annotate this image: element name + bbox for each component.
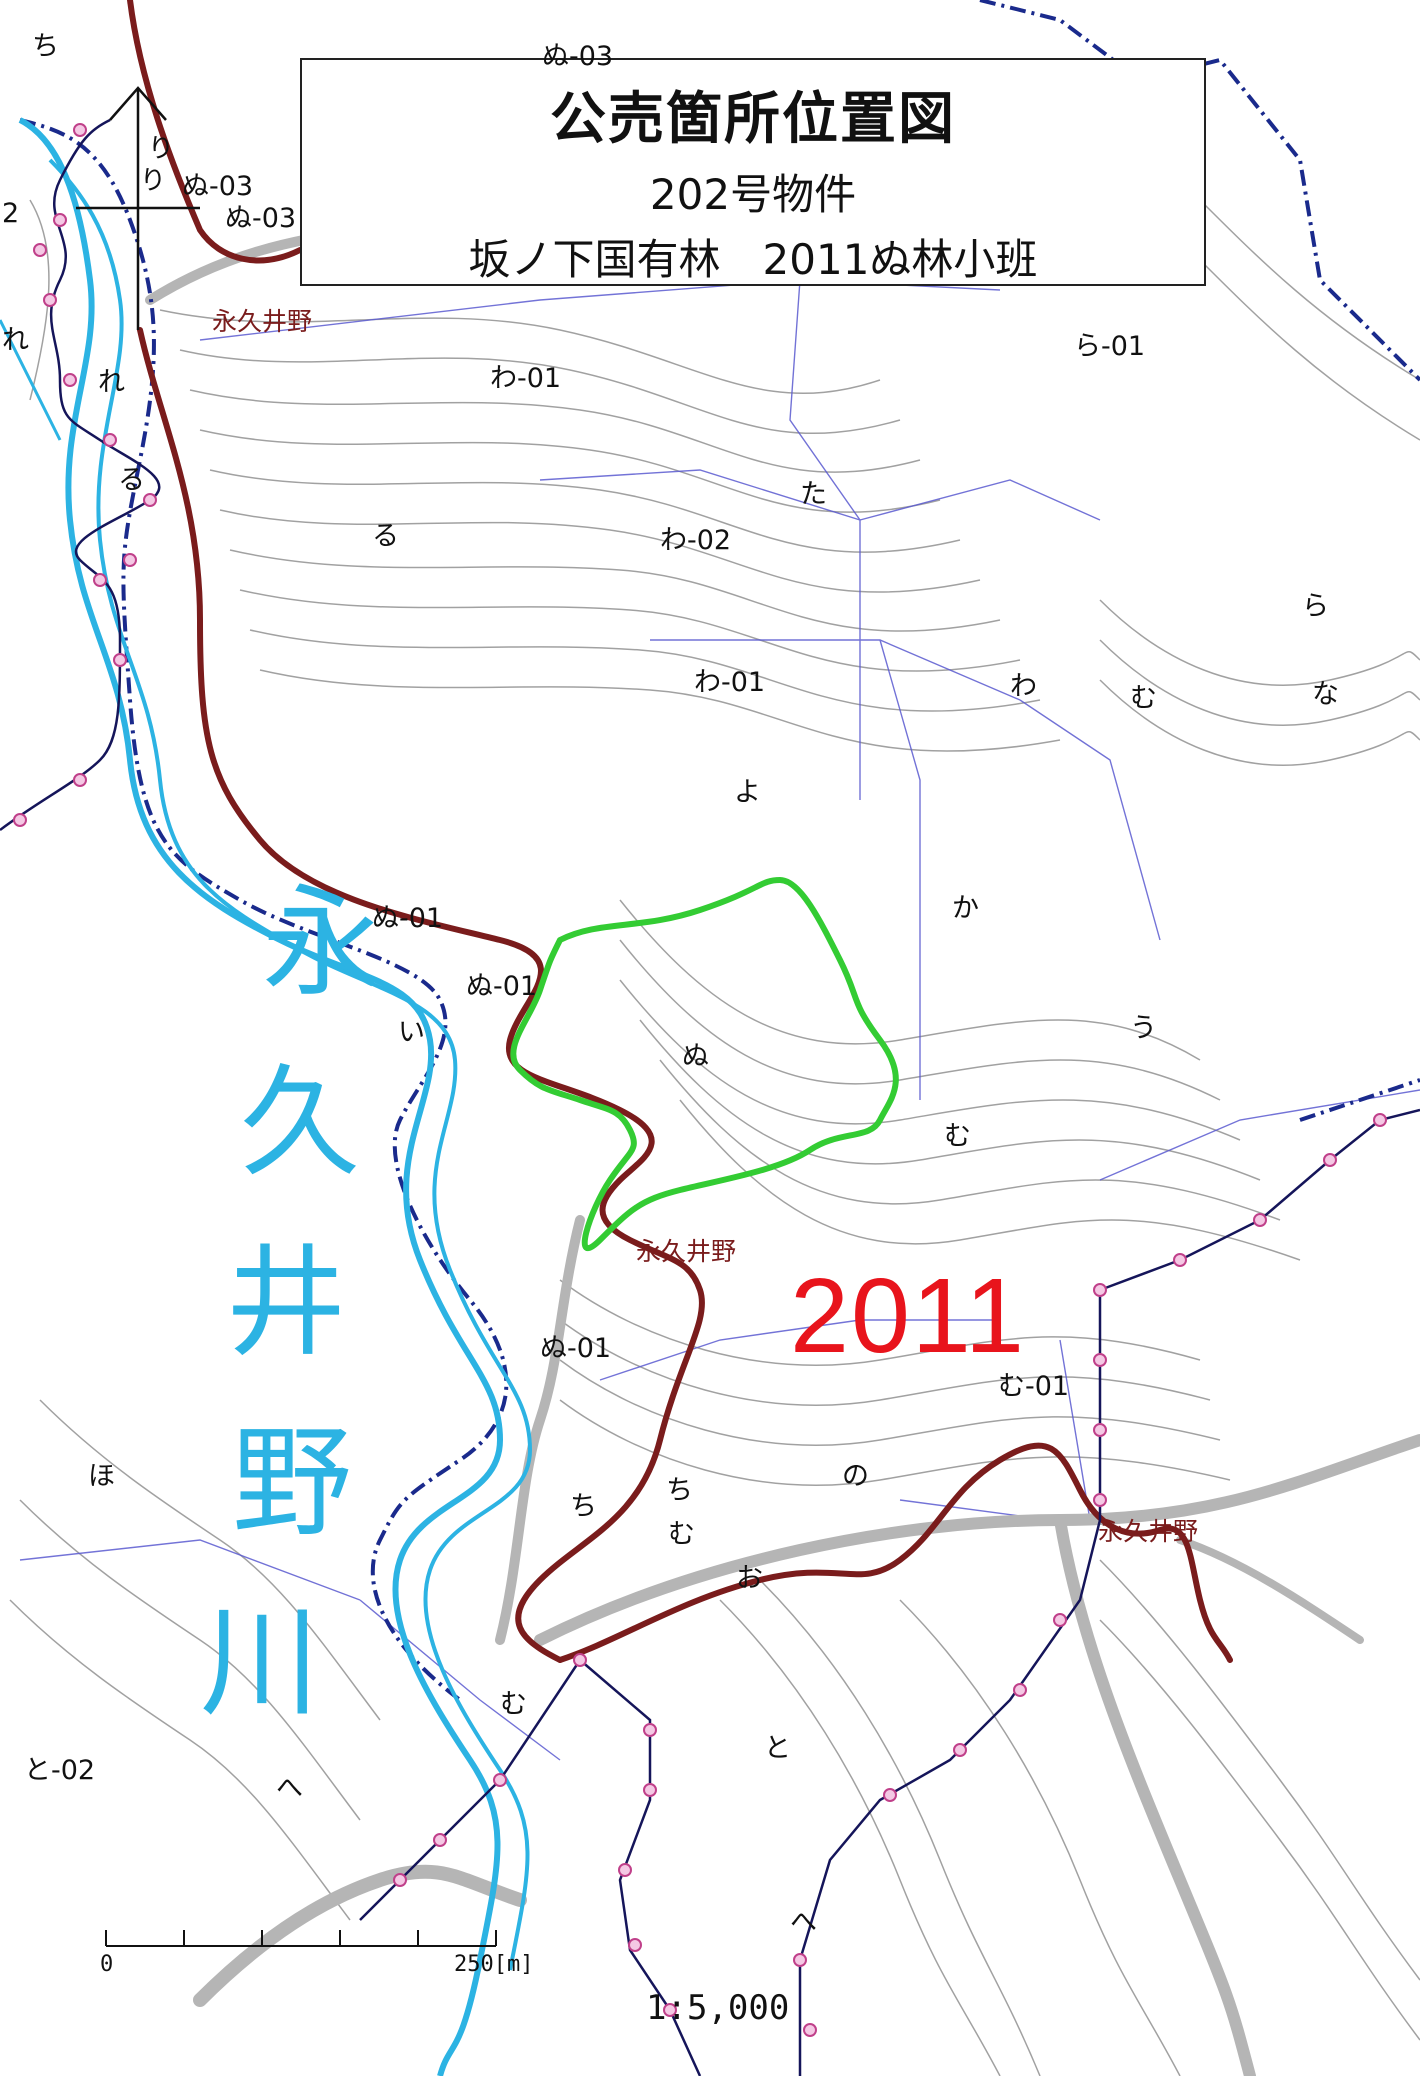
road-label: 永久井野: [1098, 1517, 1199, 1546]
river-lines: [0, 117, 533, 2076]
stand-label: わ-02: [660, 525, 732, 556]
stand-label: る: [372, 521, 399, 552]
stand-label: へ: [790, 1907, 817, 1938]
stand-label: わ: [1010, 671, 1037, 702]
stand-label: ほ: [88, 1461, 115, 1492]
map-title: 公売箇所位置図: [550, 87, 956, 152]
road-label: 永久井野: [212, 307, 313, 336]
north-arrow-icon: [76, 86, 200, 330]
stand-label: よ: [734, 777, 761, 808]
admin-boundaries: [19, 0, 1420, 1702]
stand-label: い: [398, 1017, 425, 1048]
compass-label: り: [148, 134, 175, 164]
river-name-char: 川: [200, 1594, 320, 1733]
scale-start-label: 0: [100, 1952, 114, 1977]
river-name-char: 久: [240, 1054, 360, 1193]
stand-label: ぬ-01: [372, 903, 444, 934]
stand-label: ぬ-01: [466, 971, 538, 1002]
stand-label: ぬ: [682, 1041, 709, 1072]
scale-ratio: 1:5,000: [646, 1988, 790, 2028]
stand-label: む: [944, 1121, 971, 1152]
stand-label: と-02: [24, 1755, 96, 1786]
stand-label: 2: [2, 198, 20, 229]
stand-label: む: [1130, 683, 1157, 714]
stand-label: ち: [666, 1475, 693, 1506]
stand-label: な: [1312, 679, 1339, 710]
compartment-number: 2011: [790, 1257, 1026, 1375]
stand-label: へ: [276, 1773, 303, 1804]
compass-label: ぬ-03: [182, 171, 254, 202]
stand-label: ぬ-03: [542, 41, 614, 72]
stand-label: わ-01: [490, 363, 562, 394]
stand-label: る: [118, 465, 145, 496]
stand-label: わ-01: [694, 667, 766, 698]
compass-label: り: [140, 166, 167, 196]
stand-label: う: [1130, 1013, 1157, 1044]
stand-label: の: [842, 1461, 869, 1492]
item-number: 202号物件: [649, 170, 857, 219]
stand-label: れ: [98, 367, 125, 398]
road-label: 永久井野: [636, 1237, 737, 1266]
forest-road: [127, 0, 1233, 1663]
contour-lines: [9, 199, 1420, 2076]
stand-label: ぬ-01: [540, 1333, 612, 1364]
stand-label: ら-01: [1074, 331, 1146, 362]
stand-label: む: [500, 1689, 527, 1720]
forest-location: 坂ノ下国有林 2011ぬ林小班: [468, 235, 1038, 284]
stand-label: む: [668, 1519, 695, 1550]
stand-label: お: [736, 1563, 763, 1594]
stand-label: ち: [570, 1491, 597, 1522]
stand-label: ら: [1302, 591, 1329, 622]
boundary-markers: [13, 123, 1387, 2037]
stand-label: れ: [2, 325, 29, 356]
stand-label: む-01: [998, 1371, 1070, 1402]
stand-label: た: [800, 479, 827, 510]
river-name-char: 井: [226, 1234, 346, 1373]
title-box: 公売箇所位置図 202号物件 坂ノ下国有林 2011ぬ林小班: [300, 58, 1206, 286]
stand-label: ち: [32, 31, 59, 62]
compass-label: ぬ-03: [225, 203, 297, 234]
river-name-char: 永: [262, 874, 382, 1013]
stand-label: と: [764, 1733, 791, 1764]
river-name-char: 野: [232, 1414, 352, 1553]
sub-compartment-lines: [19, 279, 1420, 1761]
stand-label: か: [952, 893, 979, 924]
scale-end-label: 250[m]: [454, 1952, 534, 1977]
scale-bar: [105, 1930, 497, 1947]
target-stand-boundary: [510, 877, 899, 1252]
